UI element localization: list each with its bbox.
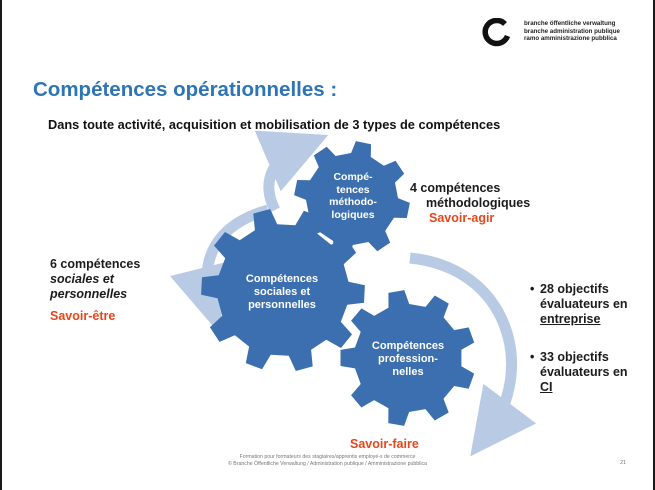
gear-professionnelles <box>340 290 475 426</box>
footer-line-1: Formation pour formateurs des stagiaires… <box>239 454 416 460</box>
entreprise-link[interactable]: entreprise <box>540 312 601 326</box>
gear-methodo-label: Compé- tences méthodo- logiques <box>329 171 377 221</box>
cycle-arrow-right <box>409 252 537 457</box>
brand-text: branche öffentliche verwaltung branche a… <box>524 20 620 43</box>
footer: Formation pour formateurs des stagiaires… <box>0 454 655 468</box>
slide-subtitle: Dans toute activité, acquisition et mobi… <box>48 117 501 132</box>
ci-link[interactable]: CI <box>540 380 553 394</box>
brand-line-de: branche öffentliche verwaltung <box>524 20 616 27</box>
page-number: 21 <box>620 460 627 466</box>
methodo-description: 4 compétences méthodologiques Savoir-agi… <box>410 181 531 225</box>
objective-ci: • 33 objectifs évaluateurs en CI <box>530 350 628 394</box>
brand-logo-icon <box>482 18 511 47</box>
right-border <box>653 0 655 490</box>
gear-sociales-personnelles <box>201 209 365 371</box>
brand-line-it: ramo amministrazione pubblica <box>524 35 617 42</box>
brand-line-fr: branche administration publique <box>524 27 620 35</box>
gear-professionnelles-label: Compétences profession- nelles <box>371 340 445 378</box>
gear-methodologiques <box>294 141 410 257</box>
savoir-faire-label: Savoir-faire <box>350 437 419 451</box>
objective-entreprise: • 28 objectifs évaluateurs en entreprise <box>530 282 628 326</box>
footer-line-2: © Branche Öffentliche Verwaltung / Admin… <box>228 461 427 467</box>
cycle-arrow-top <box>254 130 329 213</box>
gear-sociales-label: Compétences sociales et personnelles <box>245 273 319 311</box>
slide-title: Compétences opérationnelles : <box>33 78 338 101</box>
left-border <box>0 0 2 490</box>
sociales-description: 6 compétences sociales et personnelles S… <box>50 257 141 323</box>
